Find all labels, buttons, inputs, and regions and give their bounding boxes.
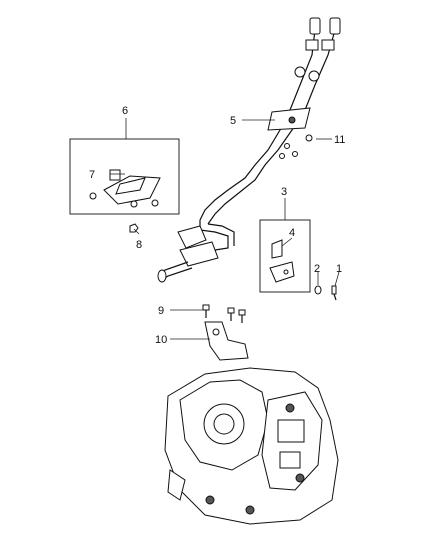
clip-assembly-4 xyxy=(269,239,295,283)
nut-8 xyxy=(129,223,139,233)
kit-box-3 xyxy=(259,219,311,293)
callout-1: 1 xyxy=(336,263,342,275)
callout-11: 11 xyxy=(334,134,345,146)
callout-8: 8 xyxy=(136,239,142,251)
callout-9: 9 xyxy=(158,305,164,317)
washers-group xyxy=(279,134,313,159)
callout-5: 5 xyxy=(230,115,236,127)
shift-cable-assembly xyxy=(157,17,341,283)
callout-7: 7 xyxy=(89,169,95,181)
kit-box-6 xyxy=(69,138,180,215)
bracket-assembly-7 xyxy=(89,169,161,208)
callout-3: 3 xyxy=(281,186,287,198)
callout-6: 6 xyxy=(122,105,128,117)
bracket-10 xyxy=(204,321,249,361)
callout-4: 4 xyxy=(289,227,295,239)
transmission-case xyxy=(164,367,339,525)
callout-10: 10 xyxy=(155,334,167,346)
leader-lines xyxy=(110,118,340,340)
callout-labels: 1 2 3 4 5 6 7 8 9 10 11 xyxy=(89,105,345,346)
washer-2 xyxy=(314,285,322,295)
callout-2: 2 xyxy=(314,263,320,275)
bolts-9 xyxy=(202,304,246,323)
bolt-1 xyxy=(331,285,337,301)
